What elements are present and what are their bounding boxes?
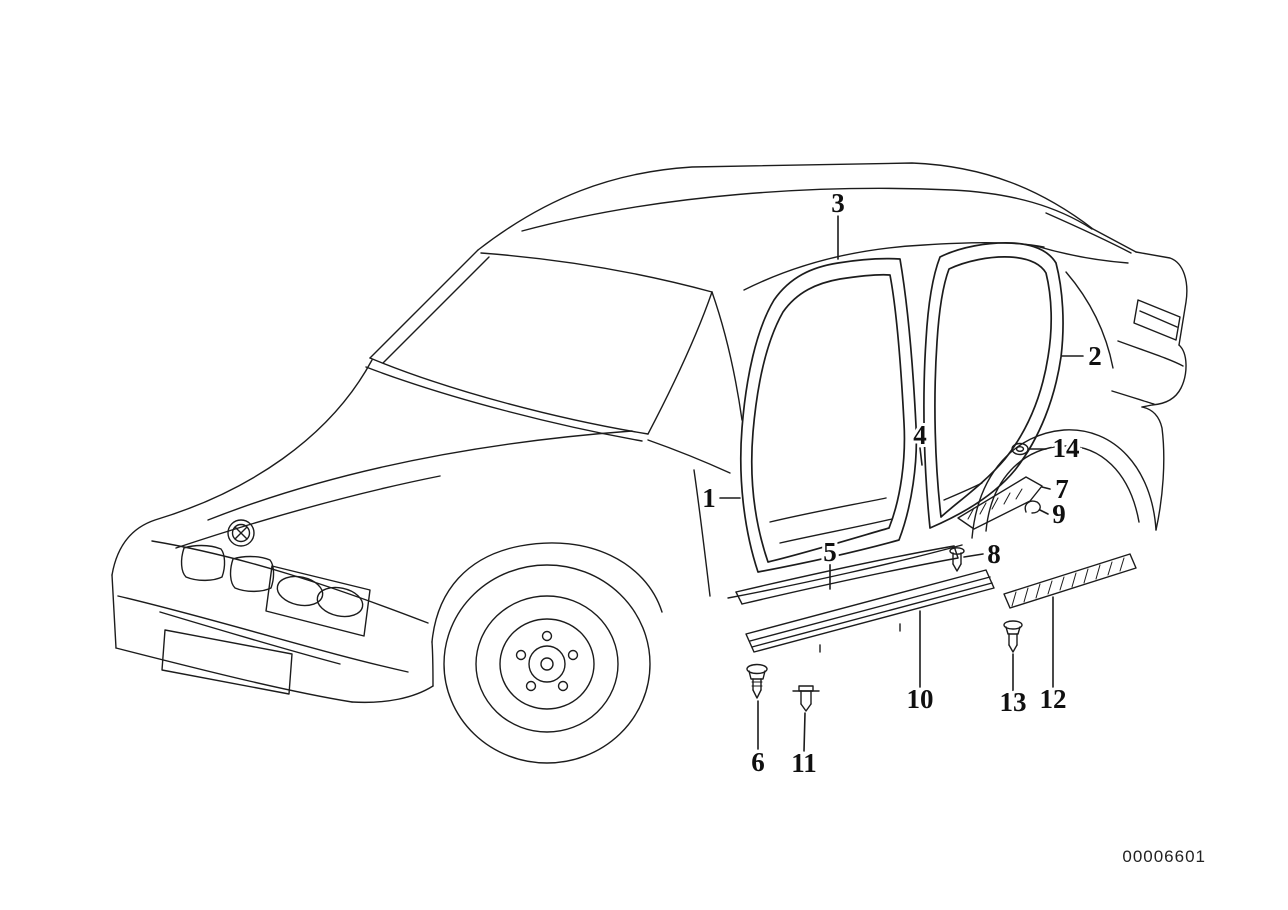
leader-7 bbox=[1041, 486, 1051, 490]
windshield bbox=[365, 249, 743, 442]
callout-label-12[interactable]: 12 bbox=[1037, 681, 1070, 717]
callout-label-9[interactable]: 9 bbox=[1049, 496, 1069, 532]
front-wheel-arch bbox=[431, 542, 663, 643]
callout-label-4[interactable]: 4 bbox=[910, 417, 930, 453]
callout-label-10[interactable]: 10 bbox=[904, 681, 937, 717]
rocker-bottom-edge bbox=[727, 544, 963, 599]
taillight bbox=[1133, 299, 1181, 341]
rear-door-seal bbox=[923, 242, 1064, 529]
callout-label-6[interactable]: 6 bbox=[748, 744, 768, 780]
front-fender-silhouette bbox=[111, 359, 373, 576]
callout-labels: 1 2 3 4 5 6 7 8 9 10 11 12 13 14 bbox=[699, 185, 1105, 781]
drawing-id: 00006601 bbox=[1122, 847, 1206, 866]
clip-8-icon bbox=[949, 547, 965, 572]
rear-window-edge bbox=[1045, 212, 1132, 254]
bmw-roundel-icon bbox=[227, 519, 255, 547]
front-door-seal bbox=[739, 257, 918, 573]
fender-rear-cut bbox=[693, 469, 711, 597]
cowl-line bbox=[365, 366, 643, 442]
car-line-art bbox=[111, 162, 1188, 764]
callout-label-13[interactable]: 13 bbox=[997, 684, 1030, 720]
bumper-bottom-edge bbox=[115, 647, 353, 703]
clip-6-icon bbox=[746, 663, 768, 699]
hook-9-icon bbox=[1024, 500, 1041, 514]
bracket-7-icon bbox=[957, 476, 1043, 530]
front-fascia bbox=[111, 519, 434, 704]
leader-11 bbox=[803, 712, 806, 752]
callout-label-1[interactable]: 1 bbox=[699, 480, 719, 516]
bumper-top-edge bbox=[117, 595, 409, 673]
clip-11-icon bbox=[792, 685, 820, 712]
trunk-shutline bbox=[1065, 271, 1114, 369]
rear-quarter bbox=[1133, 299, 1181, 341]
car-body-outline bbox=[111, 162, 1188, 624]
headlight bbox=[265, 565, 371, 637]
license-plate bbox=[161, 629, 293, 695]
callout-label-11[interactable]: 11 bbox=[788, 745, 820, 781]
leader-8 bbox=[963, 553, 984, 558]
rear-wheel-arch bbox=[971, 429, 1157, 539]
front-wheel bbox=[431, 542, 663, 764]
callout-label-7[interactable]: 7 bbox=[1052, 471, 1072, 507]
grommet-14-icon bbox=[1011, 442, 1029, 456]
a-pillar bbox=[369, 249, 479, 359]
kidney-grille-left bbox=[180, 544, 226, 582]
callout-label-5[interactable]: 5 bbox=[820, 534, 840, 570]
rear-sill-strip bbox=[1003, 553, 1137, 609]
kidney-grille-right bbox=[229, 555, 275, 593]
front-sill-strip bbox=[745, 569, 995, 653]
callout-label-8[interactable]: 8 bbox=[984, 536, 1004, 572]
callout-label-2[interactable]: 2 bbox=[1085, 338, 1105, 374]
clip-13-icon bbox=[1003, 620, 1023, 653]
callout-label-3[interactable]: 3 bbox=[828, 185, 848, 221]
callout-label-14[interactable]: 14 bbox=[1050, 430, 1083, 466]
leader-4 bbox=[919, 447, 923, 466]
hood-front-cut bbox=[151, 540, 429, 624]
leader-9 bbox=[1039, 509, 1049, 515]
far-roof-edge bbox=[521, 187, 1093, 232]
callout-leader-lines bbox=[719, 215, 1084, 752]
